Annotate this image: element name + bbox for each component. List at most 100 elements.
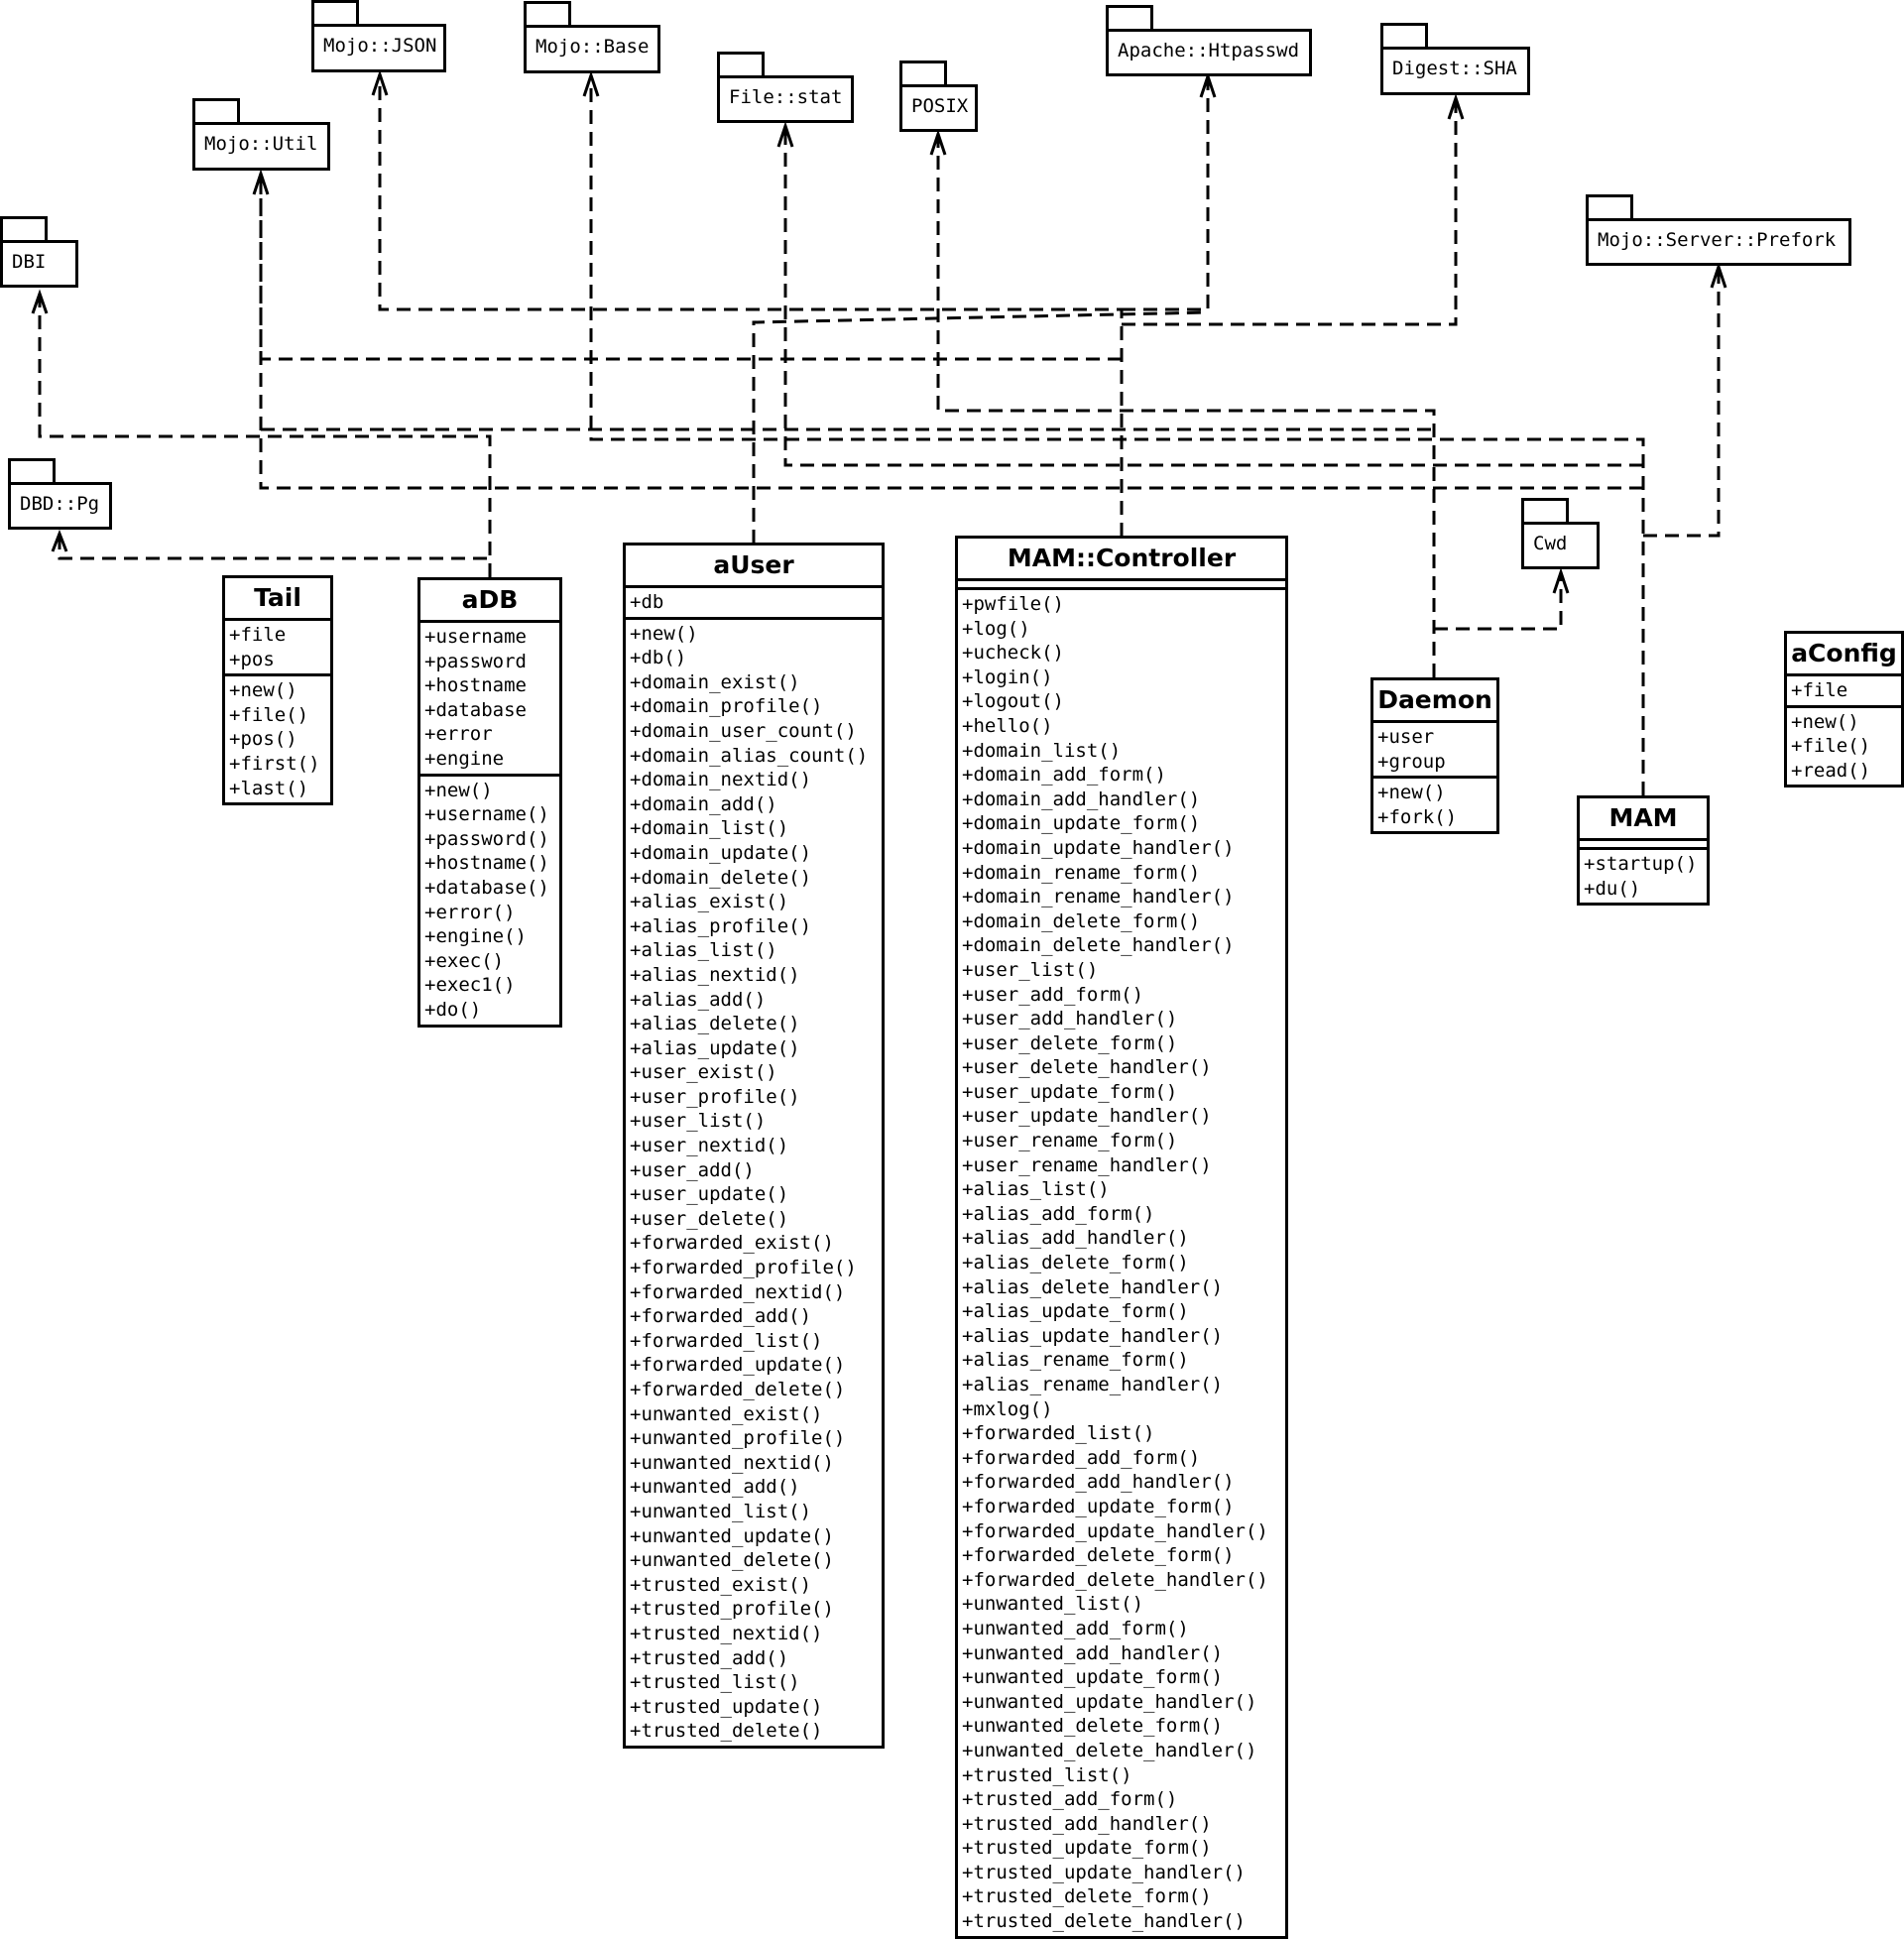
method-row: +forwarded_update_handler() (962, 1519, 1268, 1542)
method-row: +forwarded_exist() (630, 1232, 834, 1255)
method-row: +username() (424, 803, 549, 826)
method-row: +domain_add_form() (962, 764, 1166, 787)
method-row: +alias_profile() (630, 914, 812, 937)
method-row: +trusted_list() (630, 1671, 800, 1694)
method-row: +first() (229, 752, 320, 775)
method-row: +file() (1791, 735, 1871, 758)
method-row: +forwarded_update() (630, 1354, 846, 1377)
method-row: +user_update_handler() (962, 1105, 1212, 1128)
attribute-row: +file (1791, 679, 1848, 701)
method-row: +unwanted_add() (630, 1476, 800, 1499)
method-row: +hostname() (424, 852, 549, 875)
edge-mam-mojo-util (259, 175, 1643, 490)
method-row: +domain_update() (630, 841, 812, 864)
method-row: +domain_user_count() (630, 719, 857, 742)
method-row: +forwarded_update_form() (962, 1495, 1235, 1517)
edge-mam-mojo-base (589, 76, 1645, 795)
method-row: +forwarded_add_handler() (962, 1471, 1235, 1494)
method-row: +domain_update_form() (962, 812, 1201, 835)
method-row: +last() (229, 777, 309, 799)
attributes-section: +file (1787, 676, 1901, 708)
method-row: +user_exist() (630, 1061, 777, 1084)
method-row: +domain_rename_form() (962, 861, 1201, 884)
class-name: MAM (1580, 798, 1707, 841)
method-row: +trusted_list() (962, 1763, 1132, 1786)
method-row: +alias_delete_form() (962, 1252, 1189, 1274)
arrowhead-digest (1447, 93, 1465, 120)
method-row: +unwanted_add_handler() (962, 1641, 1224, 1664)
attribute-row: +database (424, 698, 527, 721)
method-row: +forwarded_add() (630, 1305, 812, 1328)
method-row: +trusted_delete_form() (962, 1885, 1212, 1908)
method-row: +alias_update_handler() (962, 1324, 1224, 1347)
method-row: +new() (229, 679, 298, 702)
attribute-row: +hostname (424, 674, 527, 697)
method-row: +file() (229, 703, 309, 726)
arrowhead-mojo-base (582, 70, 600, 97)
method-row: +engine() (424, 925, 527, 948)
method-row: +alias_update_form() (962, 1300, 1189, 1323)
method-row: +user_add() (630, 1158, 755, 1181)
method-row: +trusted_exist() (630, 1573, 812, 1596)
method-row: +domain_profile() (630, 695, 823, 718)
package-mojo-server-prefork: Mojo::Server::Prefork (1586, 194, 1851, 266)
method-row: +exec1() (424, 974, 516, 997)
method-row: +forwarded_delete_handler() (962, 1568, 1268, 1591)
method-row: +user_rename_form() (962, 1130, 1178, 1152)
edge-daemon-posix (936, 135, 1436, 677)
method-row: +trusted_nextid() (630, 1622, 823, 1644)
method-row: +read() (1791, 759, 1871, 782)
package-dbi: DBI (0, 216, 78, 288)
method-row: +domain_delete_form() (962, 909, 1201, 932)
package-posix: POSIX (899, 61, 978, 132)
arrowhead-mojo-json (371, 69, 389, 96)
method-row: +user_update_form() (962, 1080, 1178, 1103)
method-row: +unwanted_delete() (630, 1549, 834, 1572)
class-name: Tail (225, 578, 330, 621)
method-row: +domain_delete_handler() (962, 934, 1235, 957)
method-row: +ucheck() (962, 642, 1064, 665)
package-apache-htpasswd: Apache::Htpasswd (1106, 5, 1312, 76)
package-file-stat: File::stat (717, 52, 854, 123)
method-row: +user_add_form() (962, 983, 1144, 1006)
method-row: +user_delete() (630, 1207, 789, 1230)
class-daemon: Daemon +user+group +new()+fork() (1370, 677, 1499, 835)
arrowhead-mojo-util (252, 169, 270, 195)
method-row: +hello() (962, 714, 1053, 737)
method-row: +unwanted_update_form() (962, 1666, 1224, 1689)
edge-adb-dbdpg (58, 534, 492, 577)
method-row: +domain_rename_handler() (962, 886, 1235, 909)
method-row: +alias_add_form() (962, 1202, 1155, 1225)
attribute-row: +username (424, 626, 527, 648)
attribute-row: +file (229, 624, 287, 646)
method-row: +new() (424, 779, 493, 801)
attribute-row: +group (1377, 750, 1446, 773)
method-row: +domain_alias_count() (630, 744, 869, 767)
class-mam-controller: MAM::Controller +pwfile()+log()+ucheck()… (955, 536, 1288, 1939)
method-row: +trusted_add() (630, 1646, 789, 1669)
class-tail: Tail +file+pos +new()+file()+pos()+first… (222, 575, 333, 806)
package-dbd-pg: DBD::Pg (8, 458, 112, 530)
method-row: +unwanted_update() (630, 1524, 834, 1547)
method-row: +domain_exist() (630, 670, 800, 693)
edge-auser-mojo-base (752, 310, 1209, 544)
method-row: +trusted_update_form() (962, 1837, 1212, 1860)
attributes-section: +file+pos (225, 621, 330, 677)
edge-controller-apache (1122, 77, 1210, 311)
method-row: +alias_update() (630, 1036, 800, 1059)
method-row: +exec() (424, 949, 505, 972)
methods-section: +new()+username()+password()+hostname()+… (420, 777, 559, 1025)
class-name: aDB (420, 580, 559, 623)
method-row: +user_delete_handler() (962, 1056, 1212, 1079)
method-row: +domain_delete() (630, 866, 812, 889)
class-name: Daemon (1373, 680, 1496, 723)
method-row: +mxlog() (962, 1397, 1053, 1420)
attributes-section (1580, 841, 1707, 850)
method-row: +new() (1791, 710, 1859, 733)
method-row: +user_add_handler() (962, 1008, 1178, 1030)
method-row: +alias_exist() (630, 891, 789, 913)
method-row: +user_nextid() (630, 1135, 789, 1157)
method-row: +unwanted_list() (630, 1500, 812, 1522)
